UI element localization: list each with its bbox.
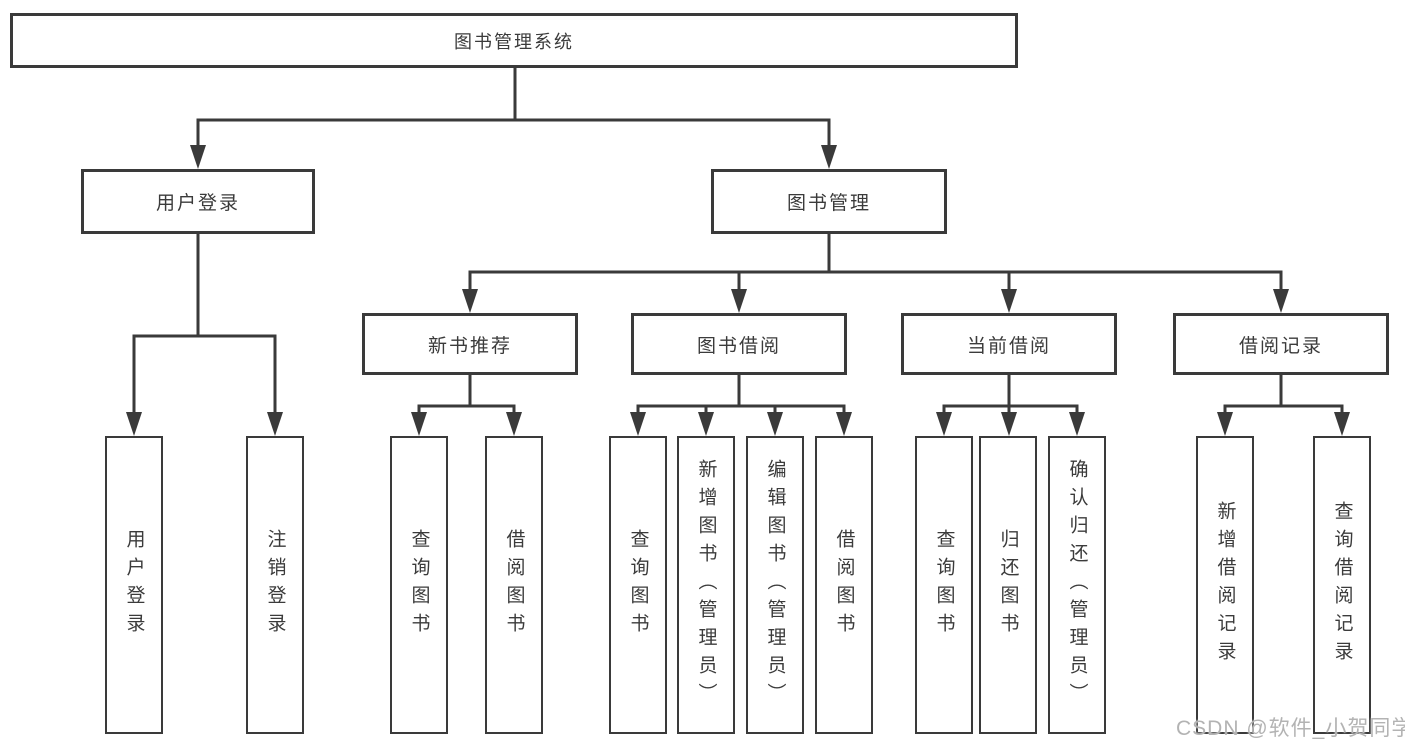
connector-borrow-records-children bbox=[1223, 375, 1344, 416]
csdn-watermark: CSDN @软件_小贺同学 bbox=[1176, 717, 1405, 740]
node-borrowing-records: 借阅记录 bbox=[1173, 313, 1389, 375]
connector-book-borrow-children bbox=[636, 375, 846, 416]
leaf-edit-books-admin: 编辑图书（管理员） bbox=[746, 436, 804, 734]
leaf-label: 确认归还（管理员） bbox=[1066, 459, 1088, 711]
leaf-logout: 注销登录 bbox=[246, 436, 304, 734]
leaf-label: 借阅图书 bbox=[833, 529, 855, 641]
node-book-management: 图书管理 bbox=[711, 169, 947, 234]
leaf-label: 查询图书 bbox=[408, 529, 430, 641]
leaf-label: 新增图书（管理员） bbox=[695, 459, 717, 711]
leaf-label: 查询图书 bbox=[933, 529, 955, 641]
node-label: 借阅记录 bbox=[1238, 335, 1323, 357]
arrowheads-level2 bbox=[190, 145, 837, 169]
leaf-borrow-books: 借阅图书 bbox=[815, 436, 873, 734]
leaf-label: 编辑图书（管理员） bbox=[764, 459, 786, 711]
leaf-label: 借阅图书 bbox=[503, 529, 525, 641]
leaf-borrow-books-recommend: 借阅图书 bbox=[485, 436, 543, 734]
leaf-query-books-borrowing: 查询图书 bbox=[609, 436, 667, 734]
leaf-add-books-admin: 新增图书（管理员） bbox=[677, 436, 735, 734]
node-user-login: 用户登录 bbox=[81, 169, 315, 234]
node-library-management-system: 图书管理系统 bbox=[10, 13, 1018, 68]
leaf-label: 用户登录 bbox=[123, 529, 145, 641]
node-book-borrowing: 图书借阅 bbox=[631, 313, 847, 375]
leaf-label: 新增借阅记录 bbox=[1214, 501, 1236, 669]
leaf-return-books: 归还图书 bbox=[979, 436, 1037, 734]
connector-current-borrow-children bbox=[942, 375, 1079, 416]
node-new-book-recommendation: 新书推荐 bbox=[362, 313, 578, 375]
arrowheads-book-borrow-children bbox=[630, 412, 852, 436]
connector-new-book-children bbox=[417, 375, 516, 416]
leaf-query-books-recommend: 查询图书 bbox=[390, 436, 448, 734]
arrowheads-new-book-children bbox=[411, 412, 522, 436]
node-label: 新书推荐 bbox=[427, 335, 512, 357]
arrowheads-user-login-children bbox=[126, 412, 283, 436]
leaf-add-borrow-record: 新增借阅记录 bbox=[1196, 436, 1254, 734]
arrowheads-borrow-records-children bbox=[1217, 412, 1350, 436]
leaf-label: 查询图书 bbox=[627, 529, 649, 641]
connector-book-management-children bbox=[468, 234, 1283, 294]
connector-root-to-level2 bbox=[196, 68, 831, 150]
node-label: 图书借阅 bbox=[696, 335, 781, 357]
node-label: 当前借阅 bbox=[966, 335, 1051, 357]
arrowheads-current-borrow-children bbox=[936, 412, 1085, 436]
node-label: 用户登录 bbox=[155, 193, 240, 214]
leaf-confirm-return-admin: 确认归还（管理员） bbox=[1048, 436, 1106, 734]
node-current-borrowing: 当前借阅 bbox=[901, 313, 1117, 375]
leaf-query-borrow-record: 查询借阅记录 bbox=[1313, 436, 1371, 734]
arrowheads-book-management-children bbox=[462, 289, 1289, 313]
connector-user-login-children bbox=[132, 234, 277, 418]
leaf-user-login: 用户登录 bbox=[105, 436, 163, 734]
leaf-label: 注销登录 bbox=[264, 529, 286, 641]
node-label: 图书管理 bbox=[786, 193, 871, 214]
leaf-label: 查询借阅记录 bbox=[1331, 501, 1353, 669]
node-label: 图书管理系统 bbox=[454, 31, 574, 52]
leaf-label: 归还图书 bbox=[997, 529, 1019, 641]
leaf-query-books-current: 查询图书 bbox=[915, 436, 973, 734]
